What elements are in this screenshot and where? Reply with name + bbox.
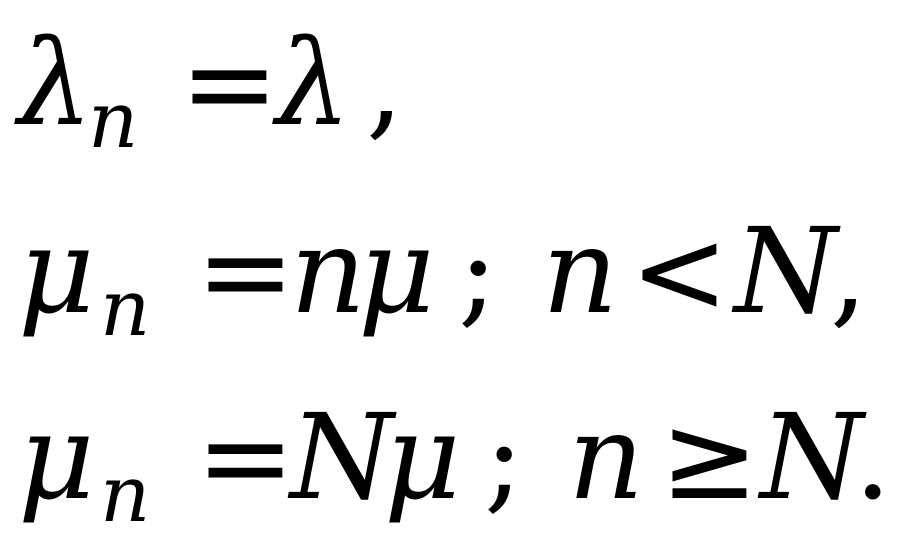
mu-symbol-rhs: μ <box>358 202 435 340</box>
equals-sign: = <box>180 14 279 152</box>
condition-variable-n: n <box>568 388 644 526</box>
mu-symbol: μ <box>18 388 95 526</box>
mu-symbol-rhs: μ <box>384 388 461 526</box>
subscript-n: n <box>100 264 151 354</box>
condition-variable-n: n <box>542 202 618 340</box>
semicolon: ; <box>484 388 524 526</box>
subscript-n: n <box>100 450 151 540</box>
equals-sign: = <box>196 388 295 526</box>
equals-sign: = <box>196 202 295 340</box>
comma: , <box>366 14 404 152</box>
greater-equal-sign: ≥ <box>660 388 759 526</box>
bound-N: N <box>734 202 838 340</box>
bound-N: N <box>760 388 864 526</box>
mu-symbol: μ <box>18 202 95 340</box>
less-than-sign: < <box>630 202 729 340</box>
subscript-n: n <box>88 76 139 166</box>
coefficient-n: n <box>290 202 366 340</box>
comma: , <box>830 202 868 340</box>
period: . <box>854 388 892 526</box>
lambda-symbol-rhs: λ <box>276 14 351 152</box>
semicolon: ; <box>458 202 498 340</box>
lambda-symbol: λ <box>18 14 93 152</box>
coefficient-N: N <box>290 388 394 526</box>
